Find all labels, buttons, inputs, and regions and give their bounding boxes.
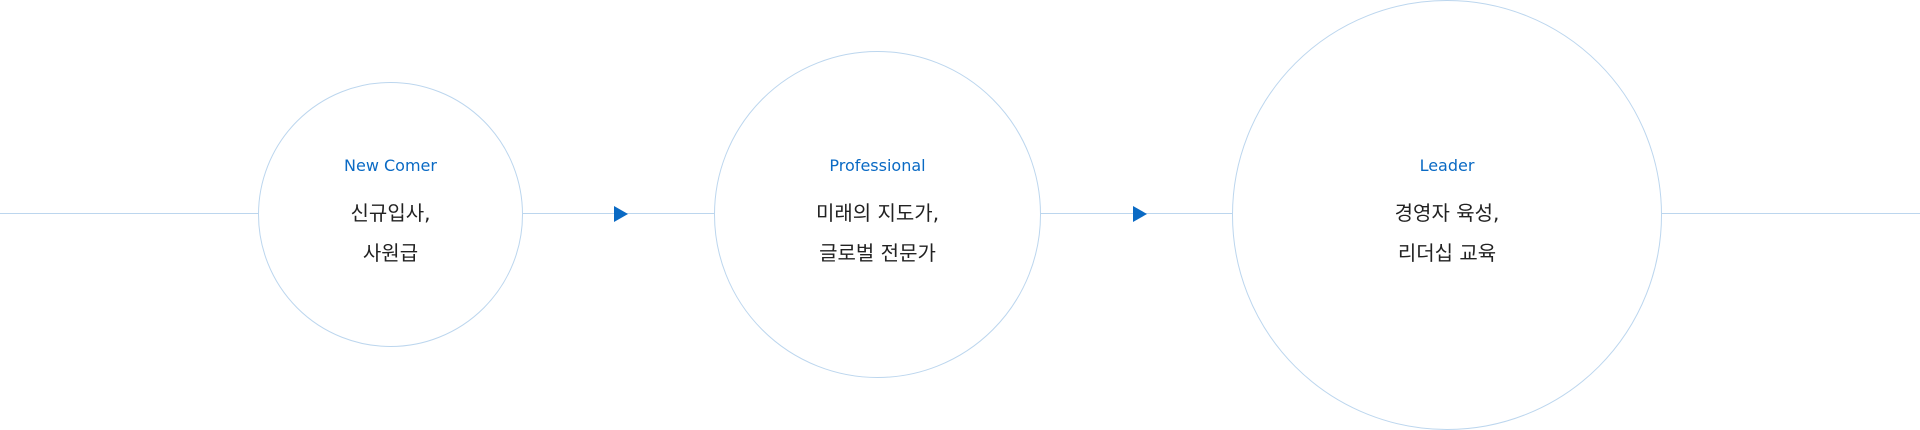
arrow-right-icon bbox=[614, 206, 628, 222]
stage-line: 글로벌 전문가 bbox=[819, 241, 936, 265]
stage-title: Professional bbox=[829, 156, 926, 175]
arrow-right-icon bbox=[1133, 206, 1147, 222]
stage-line: 리더십 교육 bbox=[1397, 241, 1497, 265]
stage-professional: Professional 미래의 지도가, 글로벌 전문가 bbox=[714, 51, 1041, 378]
stage-new-comer: New Comer 신규입사, 사원급 bbox=[258, 82, 523, 347]
stage-line: 미래의 지도가, bbox=[815, 201, 940, 225]
stage-title: Leader bbox=[1419, 156, 1475, 175]
stage-line: 신규입사, bbox=[350, 201, 431, 225]
stage-line: 사원급 bbox=[362, 241, 419, 265]
stage-title: New Comer bbox=[344, 156, 437, 175]
stage-line: 경영자 육성, bbox=[1394, 201, 1500, 225]
stage-leader: Leader 경영자 육성, 리더십 교육 bbox=[1232, 0, 1662, 430]
